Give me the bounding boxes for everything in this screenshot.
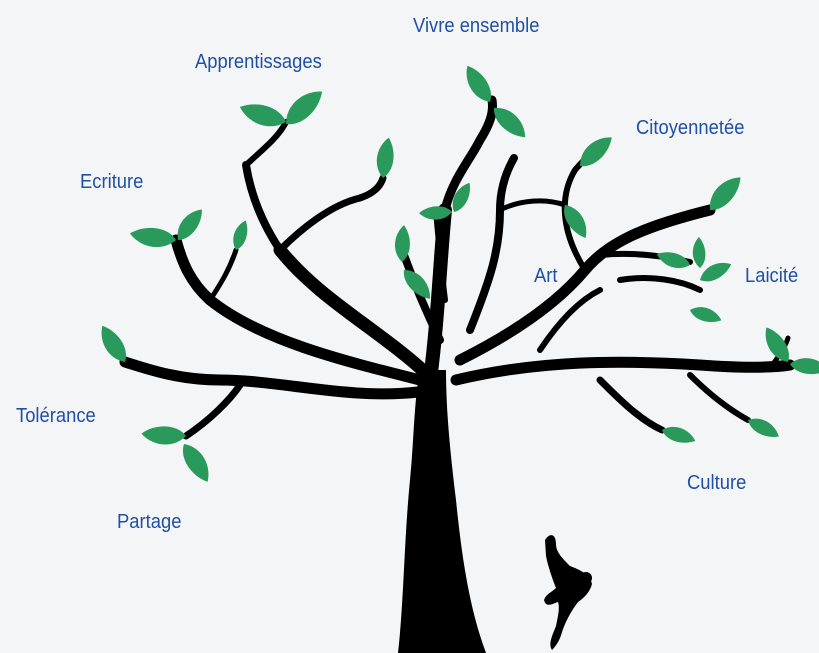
- label-partage: Partage: [117, 511, 182, 533]
- label-apprentissages: Apprentissages: [195, 51, 322, 73]
- label-art: Art: [534, 265, 558, 287]
- tree-branches: [119, 95, 796, 440]
- label-vivre-ensemble: Vivre ensemble: [413, 15, 540, 37]
- tree-trunk: [398, 370, 486, 653]
- label-laicite: Laicité: [745, 265, 799, 287]
- label-culture: Culture: [687, 472, 747, 494]
- label-tolerance: Tolérance: [16, 405, 96, 427]
- label-citoyennetee: Citoyennetée: [636, 117, 745, 139]
- climbing-person-icon: [544, 535, 592, 650]
- label-ecriture: Ecriture: [80, 171, 144, 193]
